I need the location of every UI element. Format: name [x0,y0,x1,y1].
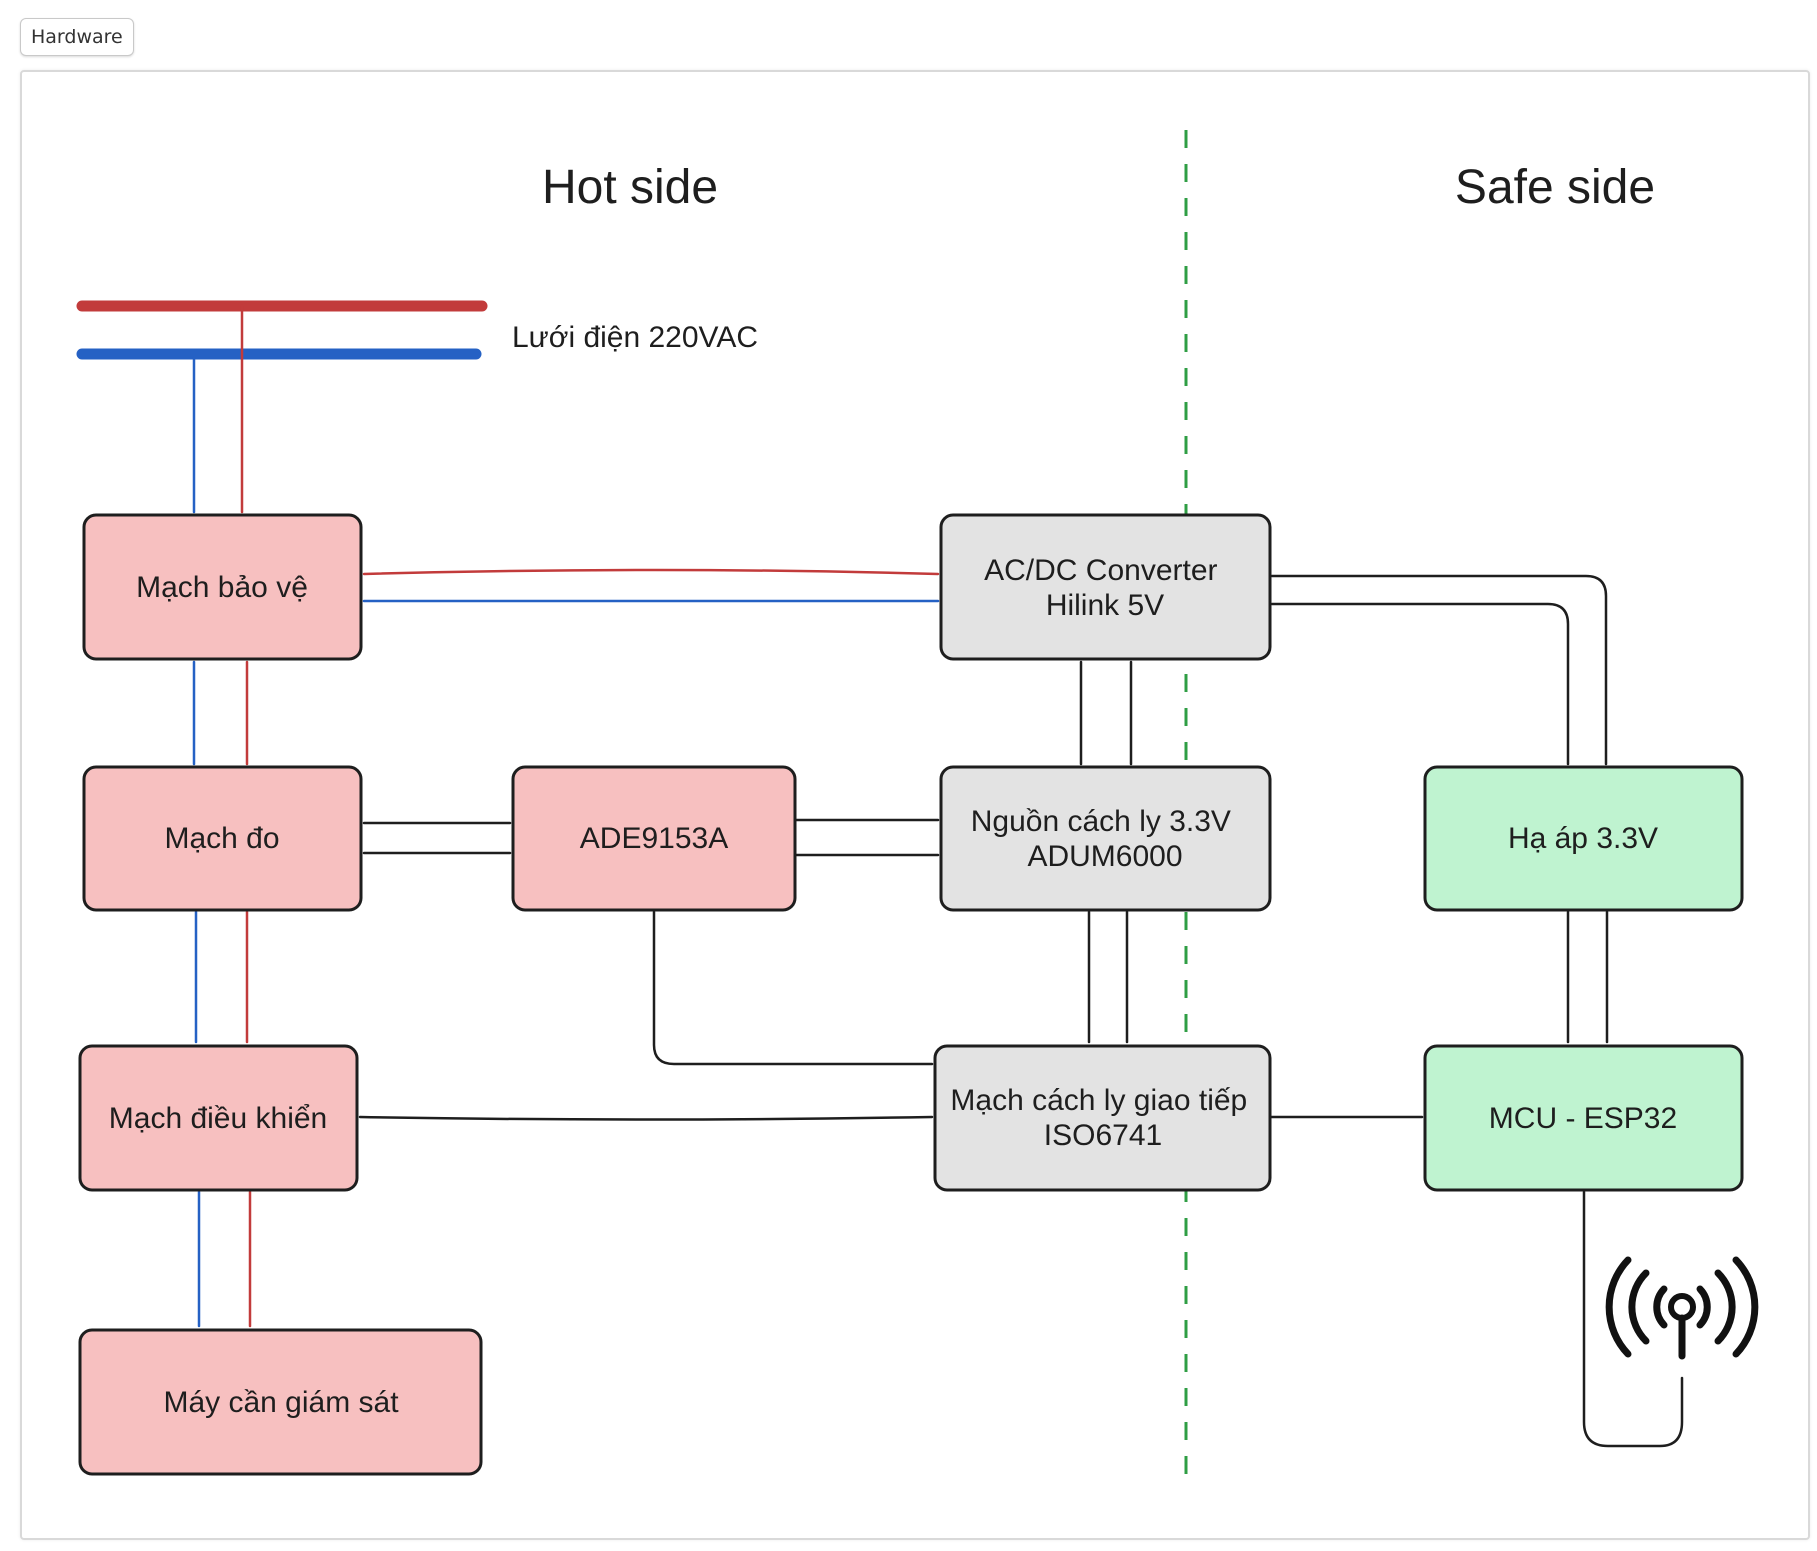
grid-label: Lưới điện 220VAC [512,321,758,354]
block-mcu-esp32-label: MCU - ESP32 [1489,1102,1677,1135]
wire-control-isocomm [358,1115,934,1121]
block-control-label: Mạch điều khiển [109,1102,327,1135]
svg-text:Mạch điều khiển: Mạch điều khiển [109,1102,327,1135]
block-isolated-comm-line2: ISO6741 [1044,1119,1162,1152]
block-buck-3v3-label: Hạ áp 3.3V [1508,822,1658,855]
svg-text:Máy cần giám sát: Máy cần giám sát [163,1386,399,1419]
block-isolated-power-line1: Nguồn cách ly 3.3V [971,805,1231,838]
block-isolated-comm-line1: Mạch cách ly giao tiếp [950,1084,1247,1117]
block-isolated-power: Nguồn cách ly 3.3V ADUM6000 [939,765,1272,912]
block-ade9153a: ADE9153A [511,765,797,912]
block-isolated-comm: Mạch cách ly giao tiếp ISO6741 [933,1044,1272,1192]
svg-text:Mạch bảo vệ: Mạch bảo vệ [136,571,308,604]
svg-text:Hạ áp 3.3V: Hạ áp 3.3V [1508,822,1658,855]
block-acdc-line1: AC/DC Converter [984,554,1217,587]
block-measure-label: Mạch đo [164,822,279,855]
svg-text:Nguồn cách ly 3.3V ADUM6: Nguồn cách ly 3.3V ADUM6000 [971,805,1240,873]
svg-text:ADE9153A: ADE9153A [580,822,728,855]
block-protect-label: Mạch bảo vệ [136,571,308,604]
block-isolated-power-line2: ADUM6000 [1027,840,1182,873]
block-buck-3v3: Hạ áp 3.3V [1423,765,1744,912]
block-control: Mạch điều khiển [78,1044,359,1192]
block-ade9153a-label: ADE9153A [580,822,728,855]
block-protect: Mạch bảo vệ [82,513,363,661]
wire-live-protect-acdc [362,568,940,576]
wire-mcu-antenna [1582,1190,1684,1448]
wire-acdc-buck-1 [1270,574,1608,766]
hot-side-heading: Hot side [542,161,718,214]
block-monitored-machine-label: Máy cần giám sát [163,1386,399,1419]
svg-text:AC/DC Converter Hilink 5: AC/DC Converter Hilink 5V [984,554,1226,622]
block-acdc-converter: AC/DC Converter Hilink 5V [939,513,1272,661]
wireless-antenna-icon [1605,1256,1759,1360]
wire-acdc-buck-2 [1270,602,1570,766]
svg-text:MCU - ESP32: MCU - ESP32 [1489,1102,1677,1135]
diagram-frame [20,70,1810,1540]
block-measure: Mạch đo [82,765,363,912]
svg-text:Mạch đo: Mạch đo [164,822,279,855]
block-mcu-esp32: MCU - ESP32 [1423,1044,1744,1192]
block-monitored-machine: Máy cần giám sát [78,1328,483,1476]
wire-ade-isocomm [652,910,934,1066]
tab-hardware[interactable]: Hardware [20,18,134,56]
svg-text:Mạch cách ly giao tiếp I: Mạch cách ly giao tiếp ISO6741 [950,1084,1255,1152]
safe-side-heading: Safe side [1455,161,1655,214]
block-acdc-line2: Hilink 5V [1046,589,1164,622]
